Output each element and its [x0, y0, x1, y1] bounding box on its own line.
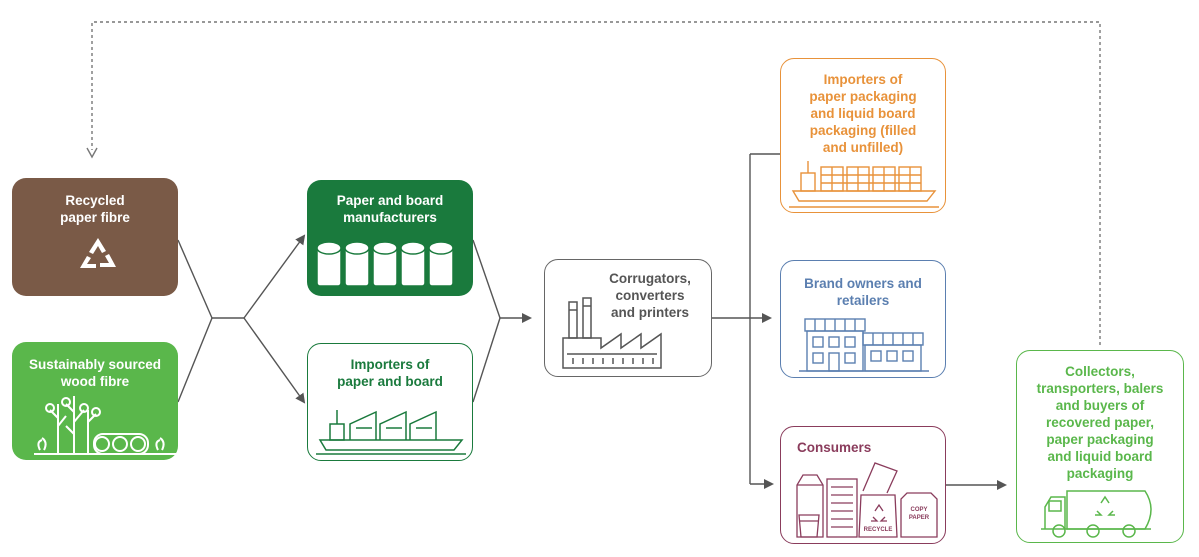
copy-paper-text-line1: COPY: [910, 507, 927, 513]
recycle-icon: [80, 238, 116, 268]
paper-rolls-icon: [316, 241, 454, 287]
cargo-ship-icon: [316, 410, 466, 455]
recycled-fibre-node: Recycled paper fibre: [12, 178, 178, 296]
factory-icon: [562, 297, 662, 369]
consumers-node: Consumers RECYCLE COPY PAPER: [780, 426, 946, 544]
recycled-fibre-label: Recycled paper fibre: [60, 193, 130, 225]
manufacturers-to-merge-line: [472, 239, 501, 319]
recycle-bin-text: RECYCLE: [864, 527, 893, 533]
importers-board-node: Importers of paper and board: [307, 343, 473, 461]
importers-to-merge-line: [472, 317, 501, 403]
hub-to-manufacturers-arrow: [243, 234, 306, 319]
hub-to-importers-arrow: [243, 317, 306, 404]
feedback-loop-line: [91, 21, 1101, 345]
trees-logs-icon: [34, 396, 176, 455]
brand-owners-node: Brand owners and retailers: [780, 260, 946, 378]
manufacturers-label: Paper and board manufacturers: [336, 193, 444, 225]
corrugators-node: Corrugators, converters and printers: [544, 259, 712, 377]
importers-packaging-node: Importers of paper packaging and liquid …: [780, 58, 946, 213]
copy-paper-text-line2: PAPER: [909, 515, 930, 521]
feedback-loop-arrowhead: [86, 147, 98, 159]
recycled-to-hub-line: [177, 239, 213, 319]
consumers-label: Consumers: [797, 440, 872, 455]
container-ship-icon: [789, 161, 939, 208]
collectors-node: Collectors, transporters, balers and buy…: [1016, 350, 1184, 543]
shops-icon: [799, 318, 929, 372]
collectors-label: Collectors, transporters, balers and buy…: [1036, 364, 1164, 481]
wood-fibre-label: Sustainably sourced wood fibre: [28, 357, 162, 389]
corrugators-label: Corrugators, converters and printers: [609, 271, 691, 320]
recycling-truck-icon: [1041, 490, 1152, 538]
brand-owners-label: Brand owners and retailers: [804, 276, 922, 308]
paper-products-icon: RECYCLE COPY PAPER: [796, 462, 938, 538]
importers-board-label: Importers of paper and board: [337, 357, 443, 389]
manufacturers-node: Paper and board manufacturers: [307, 180, 473, 296]
importers-packaging-label: Importers of paper packaging and liquid …: [809, 72, 917, 155]
wood-fibre-node: Sustainably sourced wood fibre: [12, 342, 178, 460]
wood-to-hub-line: [177, 317, 213, 403]
